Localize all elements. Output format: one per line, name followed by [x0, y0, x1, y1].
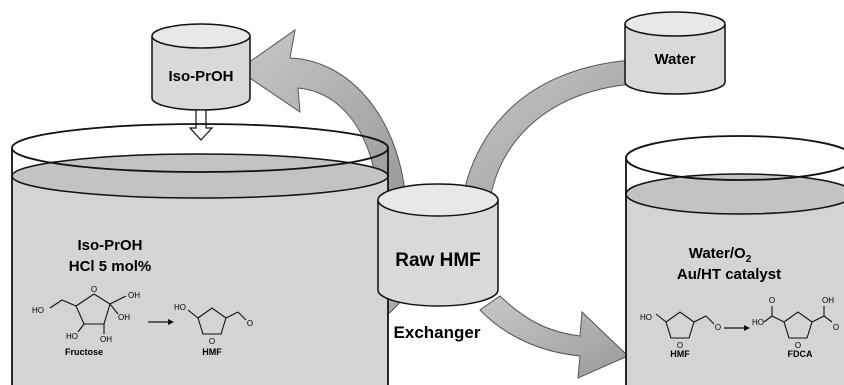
- water-tank: Water: [624, 11, 726, 95]
- fdca-label-ho: HO: [752, 318, 764, 327]
- water-tank-label: Water: [654, 51, 695, 68]
- fructose-structure: [49, 293, 127, 334]
- fructose-label-oh1: OH: [128, 291, 140, 300]
- reactor-right-line1-sub: 2: [746, 254, 752, 265]
- reactor-right-line1: Water/O2: [689, 245, 752, 265]
- fdca-structure: [763, 306, 833, 339]
- fructose-label-oh3: OH: [100, 335, 112, 344]
- fructose-label-ho1: HO: [32, 306, 44, 315]
- hmf-left-label-o-ald: O: [247, 319, 253, 328]
- hmf-right-label-o-ald: O: [715, 323, 721, 332]
- hmf-right-label: HMF: [670, 349, 690, 359]
- hmf-left-label-ho: HO: [174, 303, 186, 312]
- hmf-left-label-o-ring: O: [209, 337, 215, 346]
- reactor-left-line1: Iso-PrOH: [77, 237, 142, 254]
- reactor-right: Water/O2 Au/HT catalyst HO O O HMF HO: [625, 135, 844, 385]
- hmf-structure-right: [655, 311, 715, 339]
- reactor-left-line2: HCl 5 mol%: [69, 258, 152, 275]
- rawhmf-to-reactor-arrow: [479, 295, 629, 379]
- fdca-label: FDCA: [788, 349, 813, 359]
- fructose-label: Fructose: [65, 347, 103, 357]
- water-feed-band: [461, 59, 633, 201]
- fdca-label-oh: OH: [822, 296, 834, 305]
- reactor-right-line1-main: Water/O: [689, 245, 746, 262]
- reaction-arrow-left: [148, 319, 174, 325]
- raw-hmf-label: Raw HMF: [395, 250, 481, 271]
- hmf-structure-left: [187, 307, 247, 335]
- hmf-right-label-o-ring: O: [677, 341, 683, 350]
- fdca-label-o-ring: O: [795, 341, 801, 350]
- raw-hmf-tank: Raw HMF: [377, 183, 499, 307]
- fructose-label-o: O: [91, 285, 97, 294]
- isoproh-down-arrow: [188, 109, 214, 141]
- hmf-left-label: HMF: [202, 347, 222, 357]
- isoproh-tank-label: Iso-PrOH: [168, 68, 233, 85]
- fructose-label-ho2: HO: [66, 332, 78, 341]
- reactor-left: Iso-PrOH HCl 5 mol% HO O OH HO OH OH Fru…: [11, 123, 389, 385]
- fdca-label-o2: O: [833, 323, 839, 332]
- hmf-right-label-ho: HO: [640, 313, 652, 322]
- reactor-right-line2: Au/HT catalyst: [677, 266, 781, 283]
- exchanger-label: Exchanger: [394, 323, 481, 342]
- fructose-label-oh2: OH: [118, 313, 130, 322]
- fdca-label-o1: O: [769, 296, 775, 305]
- isoproh-tank: Iso-PrOH: [151, 23, 251, 111]
- reaction-arrow-right: [724, 325, 750, 331]
- recycle-arrow-to-isoproh: [237, 28, 406, 197]
